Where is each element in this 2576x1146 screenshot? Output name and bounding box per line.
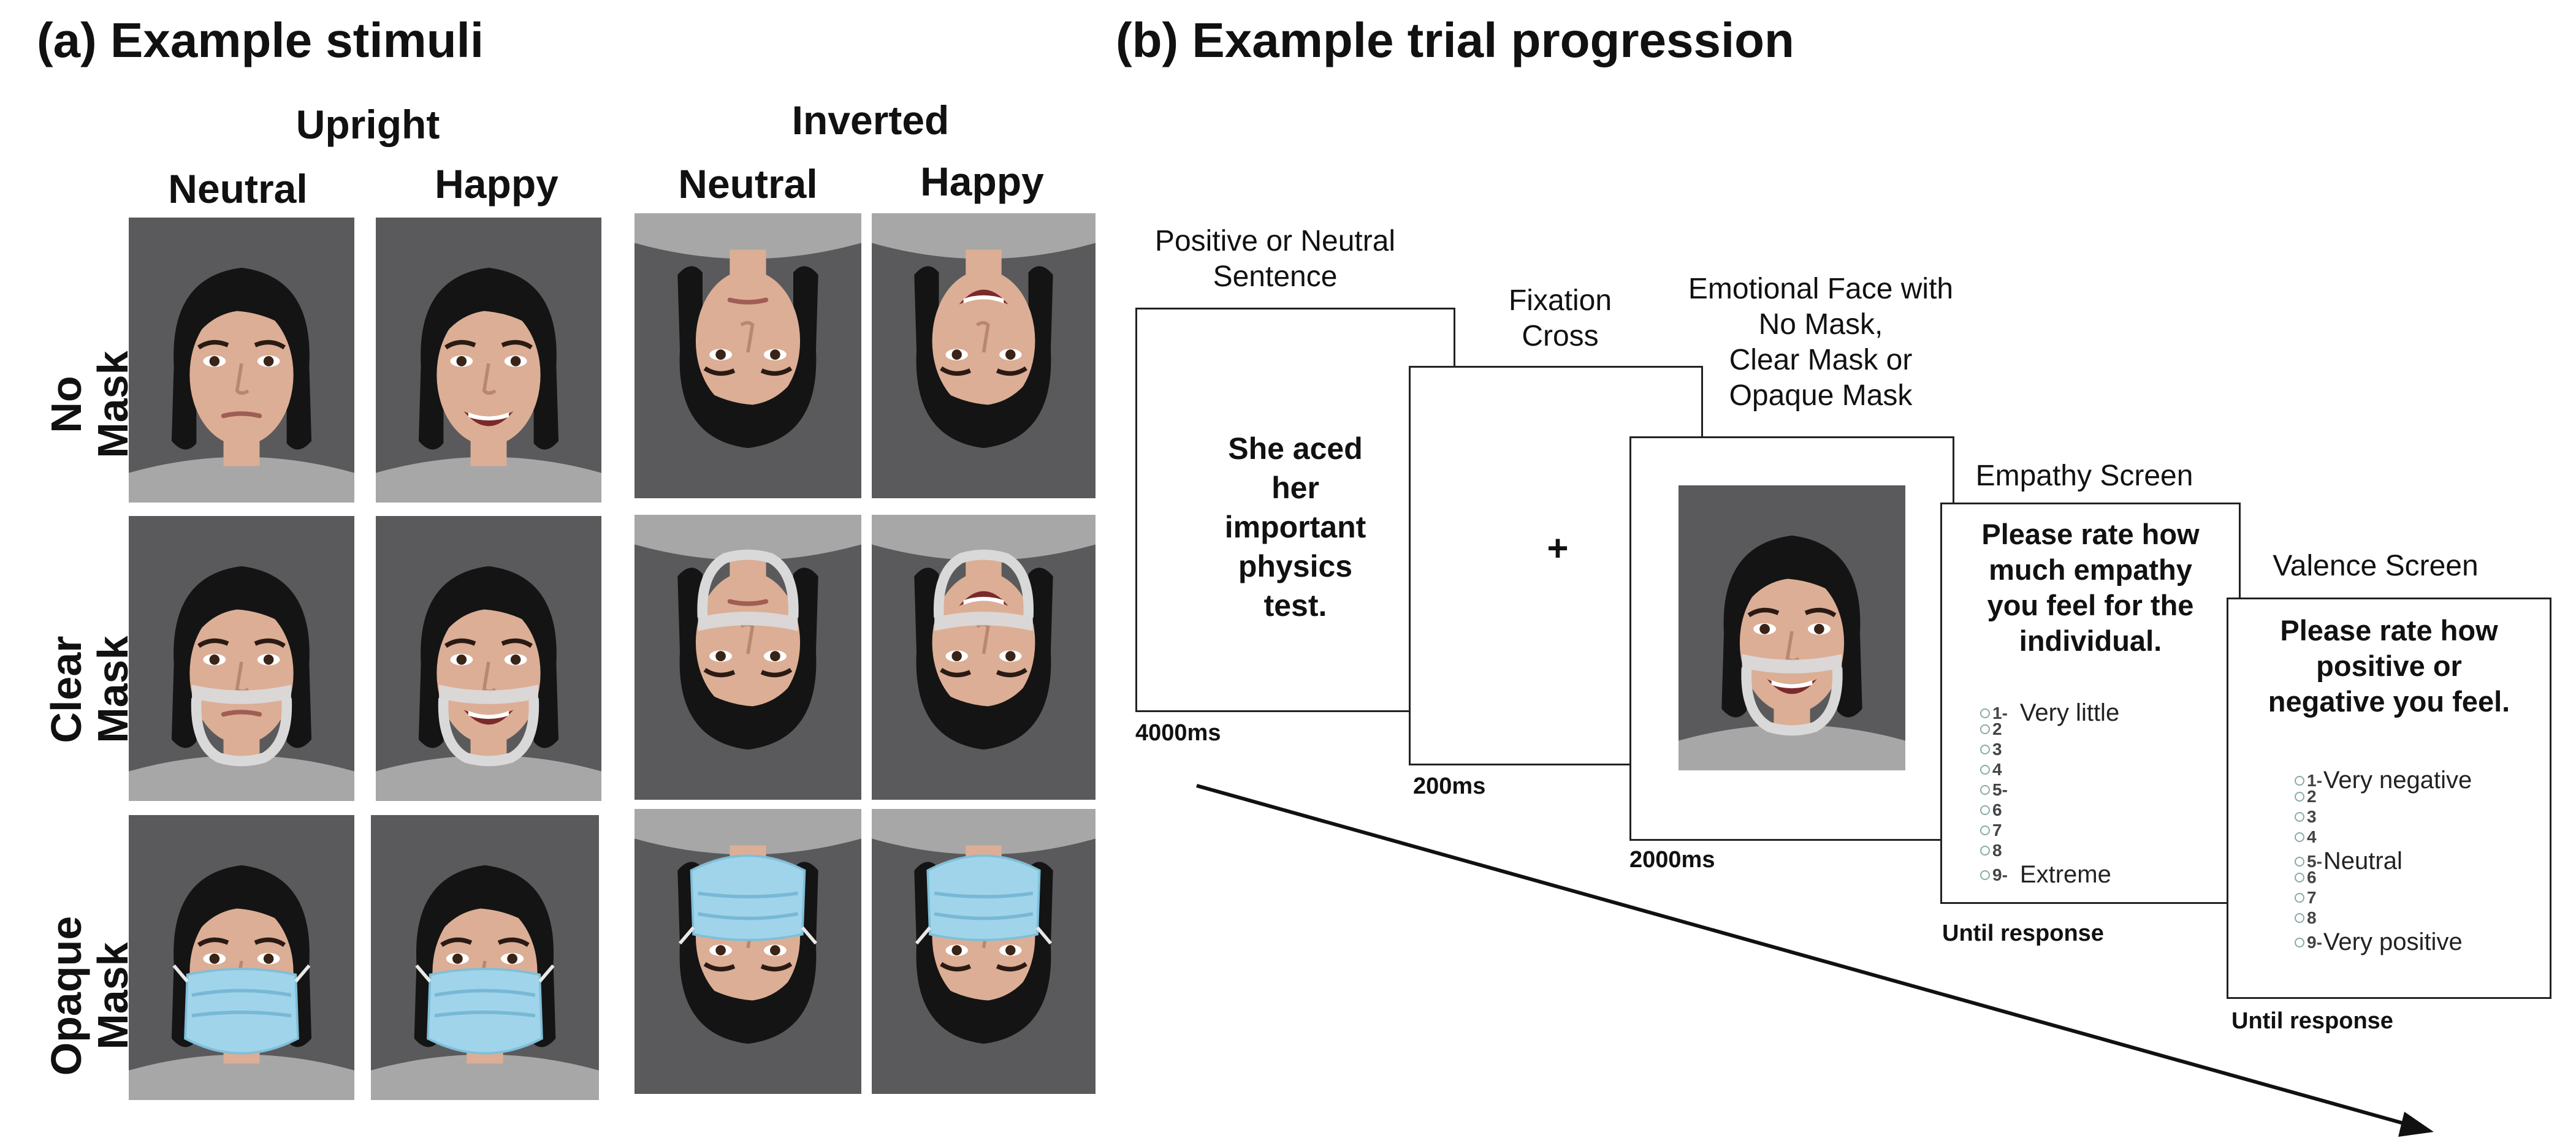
scale-value: 1- — [1992, 703, 2008, 723]
face-inverted-neutral-opaque-mask — [634, 809, 861, 1094]
panel-a-title: (a) Example stimuli — [37, 13, 484, 67]
scale-value: 4 — [1992, 760, 2002, 779]
scale-value: 1- — [2307, 770, 2322, 790]
face-inverted-neutral-clear-mask — [634, 515, 861, 800]
face-screen-photo — [1679, 485, 1905, 770]
radio-icon[interactable] — [2295, 856, 2304, 867]
face-inverted-neutral-no-mask — [634, 213, 861, 498]
scale-value: 6 — [1992, 800, 2002, 819]
upright-happy-header: Happy — [435, 161, 558, 207]
face-inverted-happy-no-mask — [872, 213, 1096, 498]
upright-header: Upright — [295, 102, 440, 147]
radio-icon[interactable] — [2295, 893, 2304, 903]
scale-value: 8 — [1992, 841, 2002, 860]
radio-icon[interactable] — [1980, 805, 1990, 815]
scale-anchor-low: Very negative — [2323, 767, 2472, 794]
scale-value: 5- — [2307, 851, 2322, 871]
radio-icon[interactable] — [2295, 913, 2304, 923]
screen5-caption: Valence Screen — [2273, 550, 2479, 582]
scale-value: 2 — [2307, 787, 2317, 806]
scale-value: 7 — [1992, 821, 2002, 840]
face-inverted-happy-clear-mask — [872, 515, 1096, 800]
scale-anchor-low: Very little — [2019, 699, 2120, 726]
screen5-duration: Until response — [2231, 1008, 2393, 1034]
radio-icon[interactable] — [1980, 724, 1990, 734]
fixation-cross: + — [1547, 528, 1569, 569]
screen3-duration: 2000ms — [1629, 847, 1715, 873]
screen4-caption: Empathy Screen — [1975, 460, 2193, 492]
scale-anchor-mid: Neutral — [2323, 848, 2403, 875]
radio-icon[interactable] — [1980, 708, 1990, 718]
radio-icon[interactable] — [2295, 832, 2304, 842]
inverted-happy-header: Happy — [920, 159, 1044, 204]
scale-value: 6 — [2307, 868, 2317, 887]
scale-value: 2 — [1992, 719, 2002, 738]
radio-icon[interactable] — [1980, 745, 1990, 754]
scale-value: 9- — [1992, 865, 2008, 884]
inverted-header: Inverted — [791, 97, 950, 143]
scale-value: 5- — [1992, 780, 2008, 799]
screen2-duration: 200ms — [1413, 773, 1486, 799]
face-upright-happy-opaque-mask — [371, 815, 599, 1100]
inverted-neutral-header: Neutral — [678, 161, 818, 207]
radio-icon[interactable] — [1980, 765, 1990, 775]
scale-value: 3 — [2307, 807, 2317, 826]
scale-value: 8 — [2307, 908, 2317, 927]
upright-neutral-header: Neutral — [168, 166, 308, 211]
radio-icon[interactable] — [2295, 775, 2304, 786]
face-upright-neutral-opaque-mask — [129, 815, 354, 1100]
scale-value: 3 — [1992, 740, 2002, 759]
screen1-duration: 4000ms — [1135, 720, 1221, 746]
radio-icon[interactable] — [2295, 792, 2304, 802]
face-inverted-happy-opaque-mask — [872, 809, 1096, 1094]
face-upright-neutral-clear-mask — [129, 516, 354, 801]
timeline-arrow — [1196, 784, 2434, 1137]
scale-value: 4 — [2307, 827, 2317, 846]
radio-icon[interactable] — [1980, 846, 1990, 856]
radio-icon[interactable] — [1980, 825, 1990, 835]
face-upright-neutral-no-mask — [129, 218, 354, 503]
face-upright-happy-no-mask — [376, 218, 601, 503]
face-upright-happy-clear-mask — [376, 516, 601, 801]
radio-icon[interactable] — [1980, 785, 1990, 795]
scale-anchor-high: Extreme — [2019, 861, 2111, 888]
empathy-scale: 1- Very little 2 3 4 5- 6 7 8 9- Extreme — [1980, 699, 2225, 889]
scale-anchor-high: Very positive — [2323, 928, 2463, 955]
scale-value: 7 — [2307, 888, 2317, 907]
screen4-duration: Until response — [1942, 920, 2104, 946]
valence-scale: 1-Very negative 2 3 4 5-Neutral 6 7 8 9-… — [2295, 767, 2552, 957]
panel-b-title: (b) Example trial progression — [1116, 13, 1794, 67]
scale-value: 9- — [2307, 932, 2322, 952]
radio-icon[interactable] — [2295, 812, 2304, 822]
radio-icon[interactable] — [2295, 937, 2304, 947]
radio-icon[interactable] — [1980, 870, 1990, 880]
face-screen — [1629, 436, 1954, 841]
radio-icon[interactable] — [2295, 873, 2304, 882]
